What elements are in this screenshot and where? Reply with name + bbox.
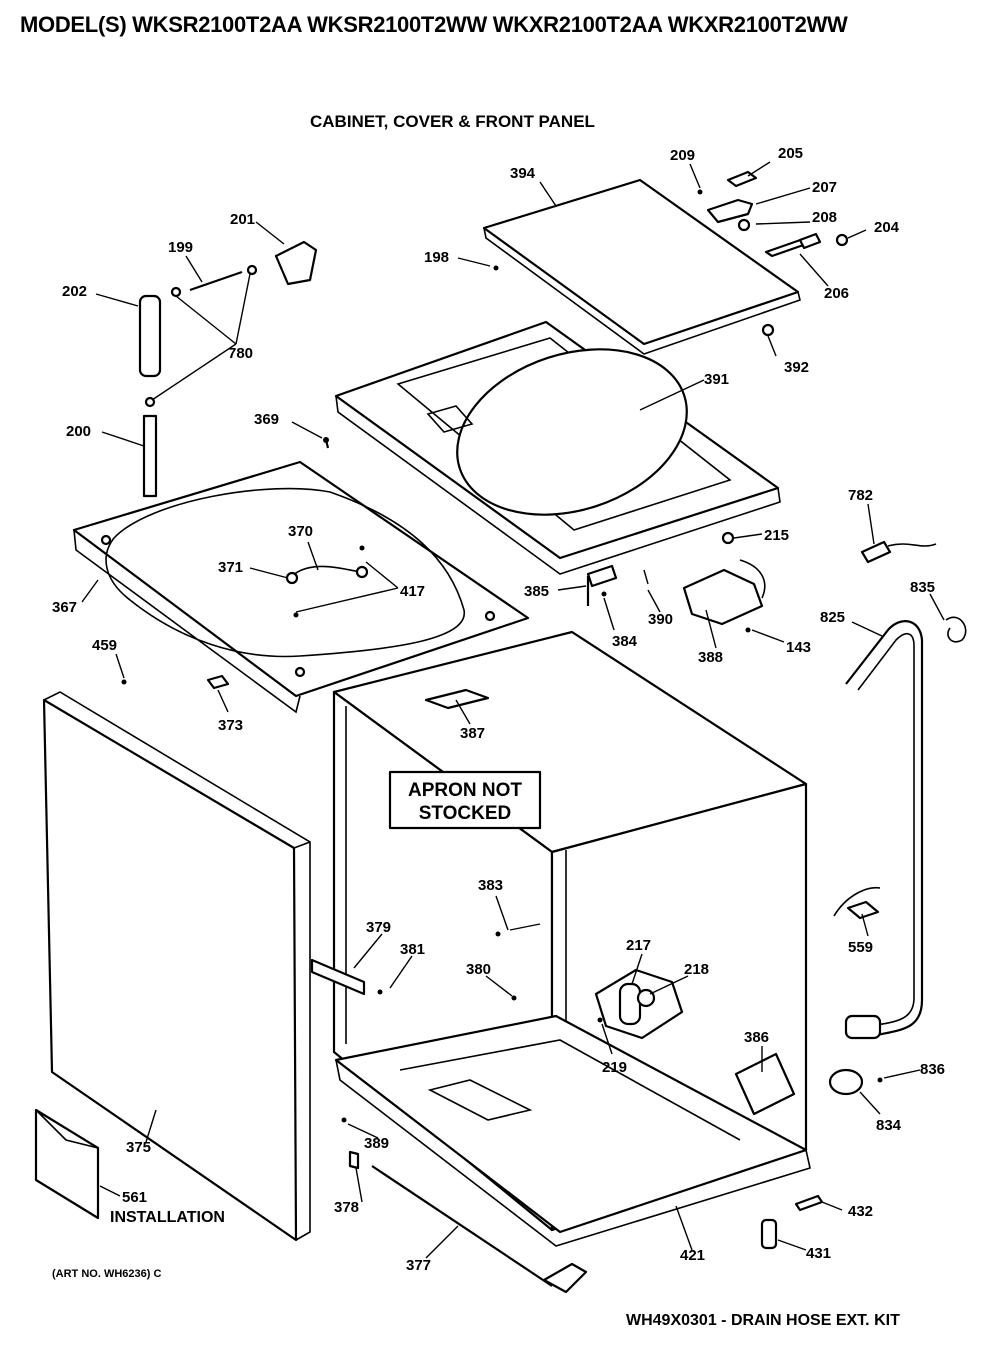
part-label-780: 780 xyxy=(228,345,253,362)
part-label-143: 143 xyxy=(786,639,811,656)
art-number: (ART NO. WH6236) C xyxy=(52,1268,162,1280)
part-label-392: 392 xyxy=(784,359,809,376)
part-label-205: 205 xyxy=(778,145,803,162)
part-label-825: 825 xyxy=(820,609,845,626)
part-label-381: 381 xyxy=(400,941,425,958)
part-label-561: 561 xyxy=(122,1189,147,1206)
part-label-421: 421 xyxy=(680,1247,705,1264)
installation-kit-drawing xyxy=(34,1108,100,1220)
section-title: CABINET, COVER & FRONT PANEL xyxy=(310,112,595,131)
part-label-559: 559 xyxy=(848,939,873,956)
part-label-391: 391 xyxy=(704,371,729,388)
part-label-377: 377 xyxy=(406,1257,431,1274)
part-label-218: 218 xyxy=(684,961,709,978)
part-label-209: 209 xyxy=(670,147,695,164)
part-label-369: 369 xyxy=(254,411,279,428)
left-hinge-parts-drawing xyxy=(138,240,318,498)
part-label-219: 219 xyxy=(602,1059,627,1076)
part-label-217: 217 xyxy=(626,937,651,954)
part-label-379: 379 xyxy=(366,919,391,936)
part-label-199: 199 xyxy=(168,239,193,256)
part-label-375: 375 xyxy=(126,1139,151,1156)
frame-fasteners-drawing xyxy=(121,437,369,690)
cabinet-base-drawing xyxy=(310,958,824,1294)
part-label-380: 380 xyxy=(466,961,491,978)
part-label-215: 215 xyxy=(764,527,789,544)
part-label-207: 207 xyxy=(812,179,837,196)
hose-clamp-drawing xyxy=(860,540,967,643)
part-label-206: 206 xyxy=(824,285,849,302)
clip-and-valve-drawing xyxy=(828,887,883,1096)
hinge-hardware-drawing xyxy=(493,170,849,337)
part-label-388: 388 xyxy=(698,649,723,666)
part-label-390: 390 xyxy=(648,611,673,628)
pump-drawing xyxy=(594,968,796,1116)
apron-notice-line2: STOCKED xyxy=(419,803,512,824)
part-label-201: 201 xyxy=(230,211,255,228)
part-label-208: 208 xyxy=(812,209,837,226)
drain-hose-drawing xyxy=(844,620,924,1040)
part-label-835: 835 xyxy=(910,579,935,596)
part-label-378: 378 xyxy=(334,1199,359,1216)
part-label-204: 204 xyxy=(874,219,900,236)
part-label-200: 200 xyxy=(66,423,91,440)
installation-label: INSTALLATION xyxy=(110,1209,225,1226)
top-cover-drawing xyxy=(334,320,781,575)
model-numbers-header: MODEL(S) WKSR2100T2AA WKSR2100T2WW WKXR2… xyxy=(20,12,848,37)
lid-drawing xyxy=(482,178,801,355)
part-label-387: 387 xyxy=(460,725,485,742)
part-label-836: 836 xyxy=(920,1061,945,1078)
part-label-834: 834 xyxy=(876,1117,902,1134)
part-label-371: 371 xyxy=(218,559,243,576)
apron-notice-line1: APRON NOT xyxy=(408,780,522,801)
part-label-389: 389 xyxy=(364,1135,389,1152)
part-label-367: 367 xyxy=(52,599,77,616)
part-label-459: 459 xyxy=(92,637,117,654)
part-label-431: 431 xyxy=(806,1245,831,1262)
part-label-782: 782 xyxy=(848,487,873,504)
drain-hose-kit-note: WH49X0301 - DRAIN HOSE EXT. KIT xyxy=(626,1312,900,1329)
part-label-394: 394 xyxy=(510,165,536,182)
top-frame-drawing xyxy=(72,460,530,714)
part-label-373: 373 xyxy=(218,717,243,734)
part-label-384: 384 xyxy=(612,633,638,650)
part-label-383: 383 xyxy=(478,877,503,894)
part-label-202: 202 xyxy=(62,283,87,300)
part-number-labels: 394 209 205 207 208 204 206 198 201 199 … xyxy=(52,145,945,1274)
lid-switch-drawing xyxy=(586,531,766,633)
part-label-385: 385 xyxy=(524,583,549,600)
part-label-417: 417 xyxy=(400,583,425,600)
part-label-386: 386 xyxy=(744,1029,769,1046)
part-label-370: 370 xyxy=(288,523,313,540)
part-label-432: 432 xyxy=(848,1203,873,1220)
front-panel-drawing xyxy=(42,691,311,1242)
part-label-198: 198 xyxy=(424,249,449,266)
leader-lines xyxy=(81,161,945,1259)
